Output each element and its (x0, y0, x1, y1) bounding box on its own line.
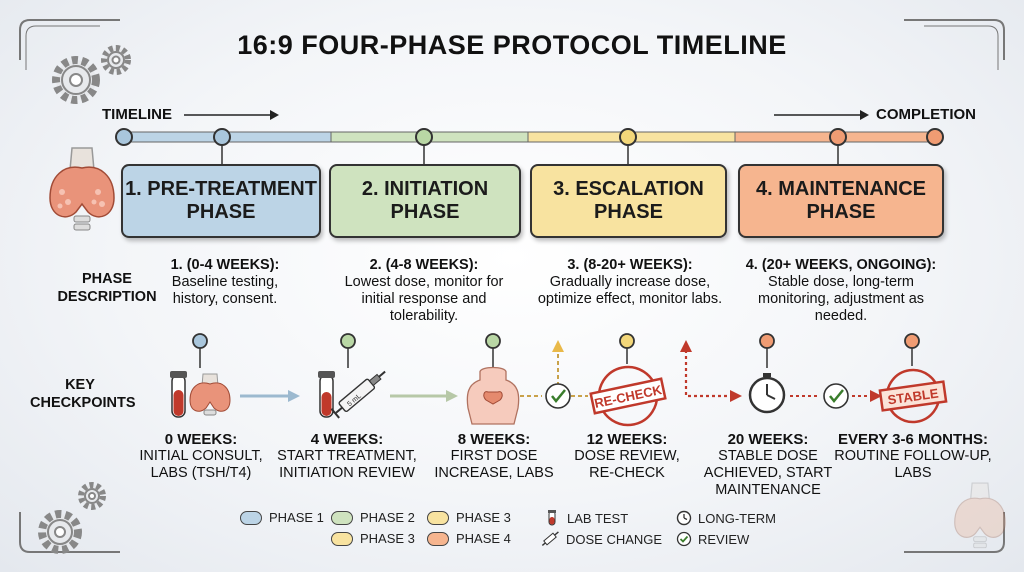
check-icon (676, 531, 692, 547)
gear-icon (38, 482, 106, 554)
legend-swatch (427, 531, 449, 546)
checkpoint-label: 0 WEEKS: INITIAL CONSULT, LABS (TSH/T4) (138, 431, 264, 482)
legend-phase-4: PHASE 4 (427, 531, 511, 546)
checkpoint-node (619, 333, 635, 349)
phase-title-line: PHASE (806, 201, 876, 223)
arrow-right-icon (184, 110, 279, 120)
checkpoint-label: 4 WEEKS: START TREATMENT, INITIATION REV… (272, 431, 422, 482)
timeline-node (926, 128, 944, 146)
checkpoint-text: ROUTINE FOLLOW-UP, LABS (834, 448, 992, 481)
thyroid-icon (954, 482, 1006, 549)
stable-stamp-text: STABLE (887, 385, 940, 407)
phase-title-line: 2. INITIATION (361, 178, 489, 200)
legend-swatch (331, 510, 353, 525)
timeline-node (619, 128, 637, 146)
phase-description-head: 2. (4-8 WEEKS): (369, 257, 479, 273)
checkpoint-head: 20 WEEKS: (727, 431, 809, 448)
clock-icon (748, 373, 786, 414)
phase-title-line: 3. ESCALATION (553, 178, 704, 200)
syringe-icon: 5 mL (330, 370, 386, 419)
timeline-bar (115, 128, 944, 166)
checkpoint-head: 12 WEEKS: (586, 431, 668, 448)
phase-description-text: Gradually increase dose, optimize effect… (537, 274, 723, 307)
row-label-phase-description: PHASE DESCRIPTION (57, 271, 157, 305)
syringe-icon (541, 531, 559, 546)
test-tube-icon (548, 510, 556, 526)
legend-lab-test: LAB TEST (545, 510, 628, 526)
legend-review: REVIEW (676, 531, 749, 547)
timeline-node (829, 128, 847, 146)
phase-description-head: 1. (0-4 WEEKS): (170, 257, 280, 273)
legend-phase-3: PHASE 3 (427, 510, 511, 525)
clock-icon (676, 510, 692, 526)
checkpoint-label: EVERY 3-6 MONTHS: ROUTINE FOLLOW-UP, LAB… (832, 431, 994, 482)
checkpoint-node (759, 333, 775, 349)
phase-title-line: PHASE (186, 201, 256, 223)
checkpoint-node (485, 333, 501, 349)
phase-description-text: Stable dose, long-term monitoring, adjus… (757, 274, 925, 324)
legend-swatch (331, 531, 353, 546)
checkpoint-text: FIRST DOSE INCREASE, LABS (434, 448, 554, 481)
phase-description: 3. (8-20+ WEEKS): Gradually increase dos… (535, 257, 725, 308)
phase-title-line: PHASE (594, 201, 663, 223)
recheck-stamp: RE-CHECK (589, 365, 667, 427)
test-tube-icon (170, 371, 187, 418)
checkpoint-text: START TREATMENT, INITIATION REVIEW (277, 448, 417, 481)
checkpoint-head: EVERY 3-6 MONTHS: (837, 431, 989, 448)
checkpoint-label: 12 WEEKS: DOSE REVIEW, RE-CHECK (570, 431, 684, 482)
body-icon (466, 366, 520, 425)
row-label-key-checkpoints: KEY CHECKPOINTS (30, 377, 136, 411)
phase-description-text: Baseline testing, history, consent. (171, 274, 279, 307)
checkpoint-node (904, 333, 920, 349)
timeline-start-label: TIMELINE (102, 106, 172, 123)
phase-description-head: 4. (20+ WEEKS, ONGOING): (745, 257, 937, 273)
phase-title-line: PHASE (390, 201, 460, 223)
stable-stamp: STABLE (878, 368, 948, 424)
thyroid-icon (49, 147, 115, 231)
page-title: 16:9 FOUR-PHASE PROTOCOL TIMELINE (237, 30, 787, 60)
phase-description: 1. (0-4 WEEKS): Baseline testing, histor… (150, 257, 300, 308)
checkpoint-head: 8 WEEKS: (457, 431, 531, 448)
timeline-node (213, 128, 231, 146)
checkpoint-node (192, 333, 208, 349)
check-icon (545, 383, 571, 409)
checkpoint-head: 4 WEEKS: (310, 431, 384, 448)
phase-description: 2. (4-8 WEEKS): Lowest dose, monitor for… (328, 257, 520, 325)
legend-swatch (240, 510, 262, 525)
legend-dose-change: DOSE CHANGE (540, 531, 662, 547)
checkpoint-text: DOSE REVIEW, RE-CHECK (574, 448, 680, 481)
checkpoint-text: STABLE DOSE ACHIEVED, START MAINTENANCE (703, 448, 833, 498)
checkpoint-head: 0 WEEKS: (164, 431, 238, 448)
legend-long-term: LONG-TERM (676, 510, 776, 526)
legend-phase-3: PHASE 3 (331, 531, 415, 546)
thyroid-icon (189, 373, 231, 416)
checkpoint-row: 5 mL RE-CHECK (170, 333, 948, 427)
phase-description-head: 3. (8-20+ WEEKS): (567, 257, 693, 273)
legend-swatch (427, 510, 449, 525)
phase-description: 4. (20+ WEEKS, ONGOING): Stable dose, lo… (738, 257, 944, 325)
legend-phase-1: PHASE 1 (240, 510, 324, 525)
checkpoint-label: 20 WEEKS: STABLE DOSE ACHIEVED, START MA… (700, 431, 836, 499)
phase-description-text: Lowest dose, monitor for initial respons… (344, 274, 504, 324)
timeline-node (115, 128, 133, 146)
checkpoint-node (340, 333, 356, 349)
phase-title-line: 4. MAINTENANCE (755, 178, 926, 200)
test-tube-icon (318, 371, 335, 418)
timeline-node (415, 128, 433, 146)
check-icon (823, 383, 849, 409)
checkpoint-label: 8 WEEKS: FIRST DOSE INCREASE, LABS (433, 431, 555, 482)
timeline-end-label: COMPLETION (876, 106, 976, 123)
checkpoint-text: INITIAL CONSULT, LABS (TSH/T4) (139, 448, 263, 481)
gear-icon (52, 45, 131, 104)
phase-title-line: 1. PRE-TREATMENT (125, 178, 317, 200)
legend-phase-2: PHASE 2 (331, 510, 415, 525)
arrow-right-icon (774, 110, 869, 120)
